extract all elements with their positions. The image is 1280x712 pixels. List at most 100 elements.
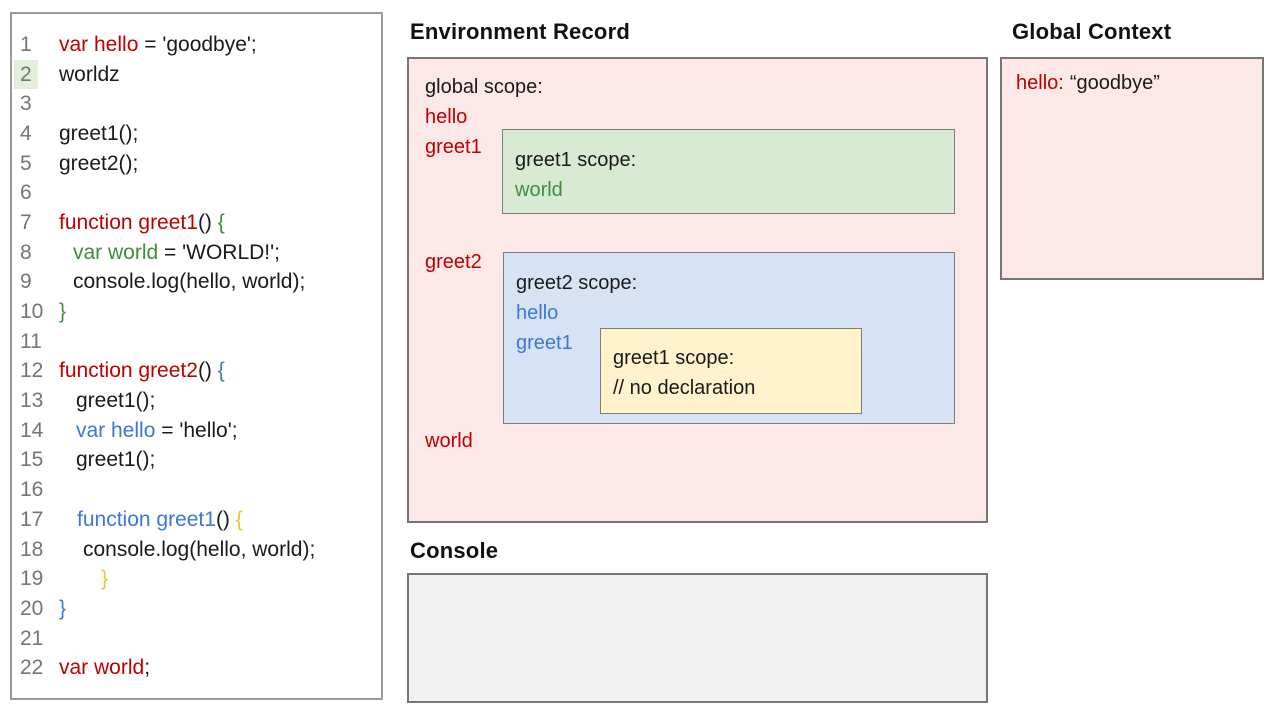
line-number: 1 bbox=[20, 32, 32, 56]
code-text: function greet2() { bbox=[59, 359, 225, 383]
global-var-world: world bbox=[425, 430, 473, 452]
code-token: } bbox=[59, 300, 67, 324]
code-line: 20} bbox=[12, 594, 381, 624]
code-text: console.log(hello, world); bbox=[59, 538, 315, 562]
global-var-greet1: greet1 bbox=[425, 136, 482, 158]
code-text: worldz bbox=[59, 63, 120, 87]
environment-record-panel: global scope: hello greet1 greet2 world … bbox=[407, 57, 988, 523]
code-token: = 'WORLD!'; bbox=[158, 240, 280, 264]
code-line: 14 var hello = 'hello'; bbox=[12, 416, 381, 446]
code-line: 9 console.log(hello, world); bbox=[12, 268, 381, 298]
line-number: 3 bbox=[20, 92, 32, 116]
line-number: 5 bbox=[20, 151, 32, 175]
code-token: = 'hello'; bbox=[155, 418, 238, 442]
global-var-greet2: greet2 bbox=[425, 251, 482, 273]
code-line: 7 function greet1() { bbox=[12, 208, 381, 238]
global-context-value: “goodbye” bbox=[1069, 72, 1160, 94]
line-number: 14 bbox=[20, 418, 44, 442]
greet1-inner-scope-label: greet1 scope: bbox=[613, 347, 735, 369]
code-token: function greet1 bbox=[77, 507, 216, 531]
greet2-scope-var-greet1: greet1 bbox=[516, 332, 573, 354]
code-token: console.log(hello, world); bbox=[73, 270, 306, 294]
code-text: var world = 'WORLD!'; bbox=[59, 241, 280, 265]
console-panel bbox=[407, 573, 988, 703]
line-number: 20 bbox=[20, 596, 44, 620]
line-number: 7 bbox=[20, 210, 32, 234]
code-token: greet2(); bbox=[59, 151, 139, 175]
line-number: 11 bbox=[20, 329, 42, 353]
code-token: var hello bbox=[76, 418, 156, 442]
code-token: greet1(); bbox=[59, 121, 139, 145]
line-number: 18 bbox=[20, 537, 44, 561]
environment-record-title: Environment Record bbox=[410, 19, 630, 44]
greet1-scope-label: greet1 scope: bbox=[515, 149, 637, 171]
code-line: 3 bbox=[12, 89, 381, 119]
greet1-scope-box: greet1 scope: world bbox=[502, 129, 955, 214]
code-line: 16 bbox=[12, 475, 381, 505]
code-line: 22 var world; bbox=[12, 653, 381, 683]
code-token: () bbox=[215, 507, 236, 531]
line-number: 2 bbox=[12, 59, 59, 90]
code-line: 10} bbox=[12, 297, 381, 327]
code-line: 17 function greet1() { bbox=[12, 505, 381, 535]
greet1-scope-var-world: world bbox=[515, 179, 563, 201]
code-token: var world bbox=[73, 240, 159, 264]
code-line: 19} bbox=[12, 564, 381, 594]
global-context-panel: hello:“goodbye” bbox=[1000, 57, 1264, 280]
greet1-inner-scope-box: greet1 scope: // no declaration bbox=[600, 328, 862, 414]
code-line: 1 var hello = 'goodbye'; bbox=[12, 30, 381, 60]
line-number: 4 bbox=[20, 121, 32, 145]
code-token: { bbox=[235, 507, 243, 531]
greet2-scope-label: greet2 scope: bbox=[516, 272, 638, 294]
line-number: 19 bbox=[20, 567, 44, 591]
code-text: greet2(); bbox=[59, 152, 138, 176]
code-text: } bbox=[59, 300, 66, 324]
line-number: 16 bbox=[20, 478, 44, 502]
code-token: function greet1 bbox=[59, 210, 198, 234]
code-text: greet1(); bbox=[59, 389, 155, 413]
code-text: greet1(); bbox=[59, 448, 155, 472]
code-token: console.log(hello, world); bbox=[83, 537, 316, 561]
line-number: 22 bbox=[20, 656, 44, 680]
code-line: 8 var world = 'WORLD!'; bbox=[12, 238, 381, 268]
code-text: function greet1() { bbox=[59, 211, 225, 235]
code-line: 6 bbox=[12, 178, 381, 208]
code-token: } bbox=[101, 567, 109, 591]
code-text: greet1(); bbox=[59, 122, 138, 146]
code-text: console.log(hello, world); bbox=[59, 270, 305, 294]
code-token: () bbox=[197, 359, 218, 383]
code-line: 13 greet1(); bbox=[12, 386, 381, 416]
code-token: ; bbox=[144, 656, 151, 680]
code-text: var hello = 'goodbye'; bbox=[59, 33, 257, 57]
line-number: 8 bbox=[20, 240, 32, 264]
code-text: } bbox=[59, 567, 108, 591]
line-number: 9 bbox=[20, 270, 32, 294]
code-token: greet1(); bbox=[76, 389, 156, 413]
code-token: = 'goodbye'; bbox=[138, 32, 257, 56]
line-number: 10 bbox=[20, 300, 44, 324]
greet2-scope-box: greet2 scope: hello greet1 greet1 scope:… bbox=[503, 252, 955, 424]
code-token: } bbox=[59, 596, 67, 620]
code-line: 18 console.log(hello, world); bbox=[12, 535, 381, 565]
code-line: 21 bbox=[12, 624, 381, 654]
greet2-scope-var-hello: hello bbox=[516, 302, 559, 324]
code-text: var hello = 'hello'; bbox=[59, 419, 238, 443]
code-text: } bbox=[59, 597, 66, 621]
code-token: worldz bbox=[59, 62, 120, 86]
code-token: function greet2 bbox=[59, 359, 198, 383]
code-token: { bbox=[217, 359, 225, 383]
code-token: greet1(); bbox=[76, 448, 156, 472]
global-scope-label: global scope: bbox=[425, 76, 543, 98]
code-token: () bbox=[197, 210, 218, 234]
line-number: 13 bbox=[20, 389, 44, 413]
line-number: 12 bbox=[20, 359, 44, 383]
code-line: 12 function greet2() { bbox=[12, 357, 381, 387]
line-number: 17 bbox=[20, 507, 44, 531]
code-token: var world bbox=[59, 656, 145, 680]
line-number: 15 bbox=[20, 448, 44, 472]
code-line: 15 greet1(); bbox=[12, 446, 381, 476]
code-line: 11 bbox=[12, 327, 381, 357]
